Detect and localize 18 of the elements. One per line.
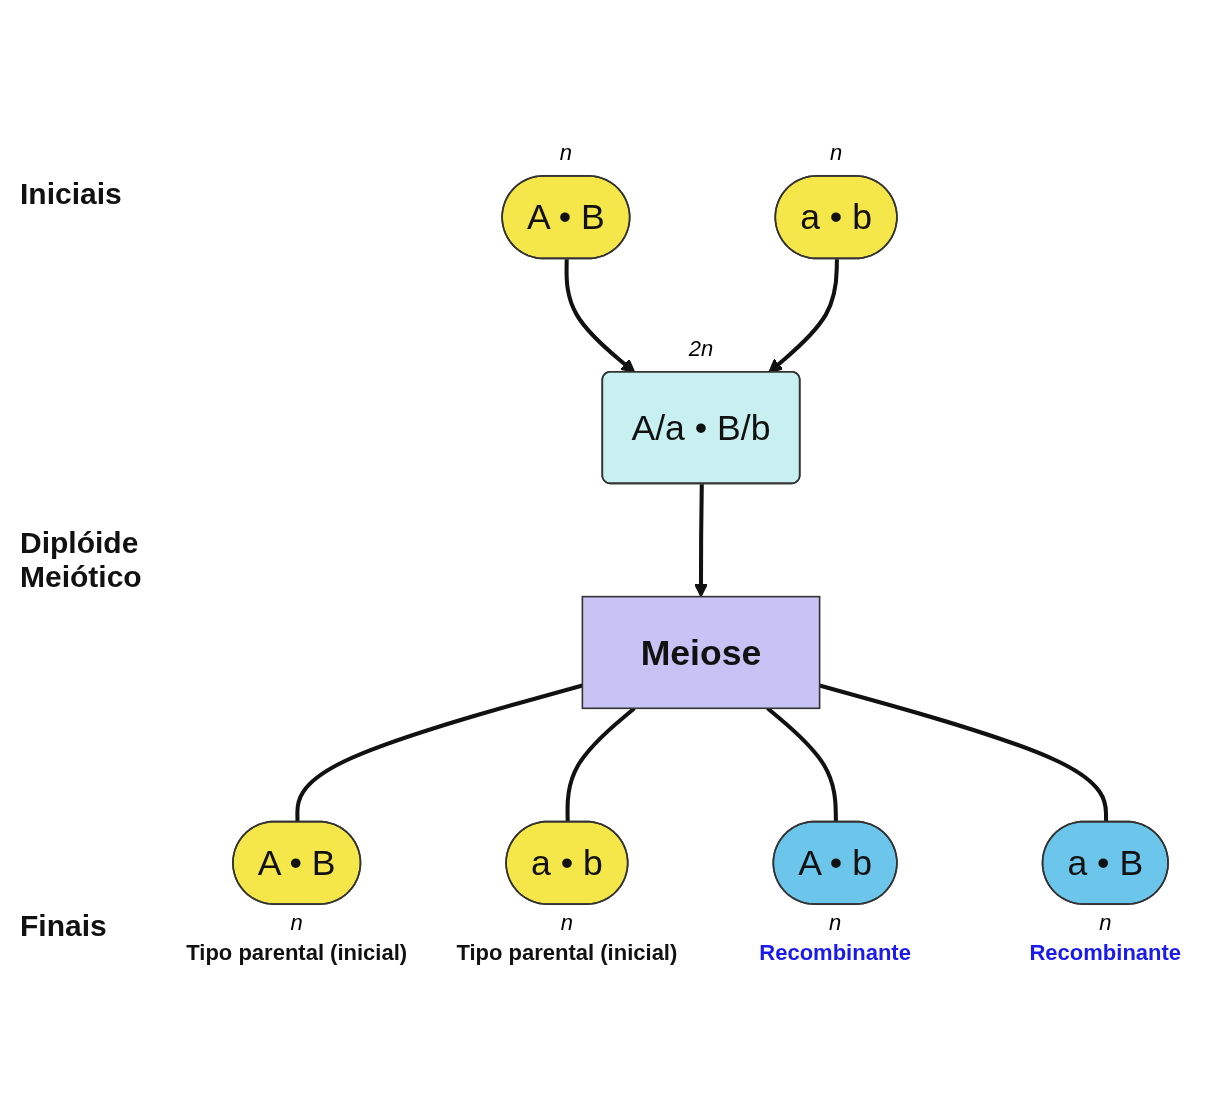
- type-label: Recombinante: [1029, 940, 1182, 967]
- type-label: Tipo parental (inicial): [456, 940, 678, 967]
- ploidy-label: n: [828, 910, 842, 937]
- ploidy-label: 2n: [688, 335, 714, 362]
- ploidy-label: n: [559, 139, 572, 166]
- row-label: Diplóide Meiótico: [20, 526, 143, 594]
- node-box: Meiose: [581, 595, 821, 710]
- connector: [819, 683, 1109, 823]
- ploidy-label: n: [829, 139, 843, 166]
- type-label: Recombinante: [759, 940, 911, 967]
- connector: [295, 683, 583, 823]
- row-label: Finais: [20, 908, 108, 943]
- type-label: Tipo parental (inicial): [186, 940, 408, 967]
- arrow: [693, 484, 709, 598]
- ploidy-label: n: [290, 910, 303, 937]
- row-label: Iniciais: [20, 177, 123, 212]
- ploidy-label: n: [560, 910, 573, 937]
- ploidy-label: n: [1099, 910, 1112, 937]
